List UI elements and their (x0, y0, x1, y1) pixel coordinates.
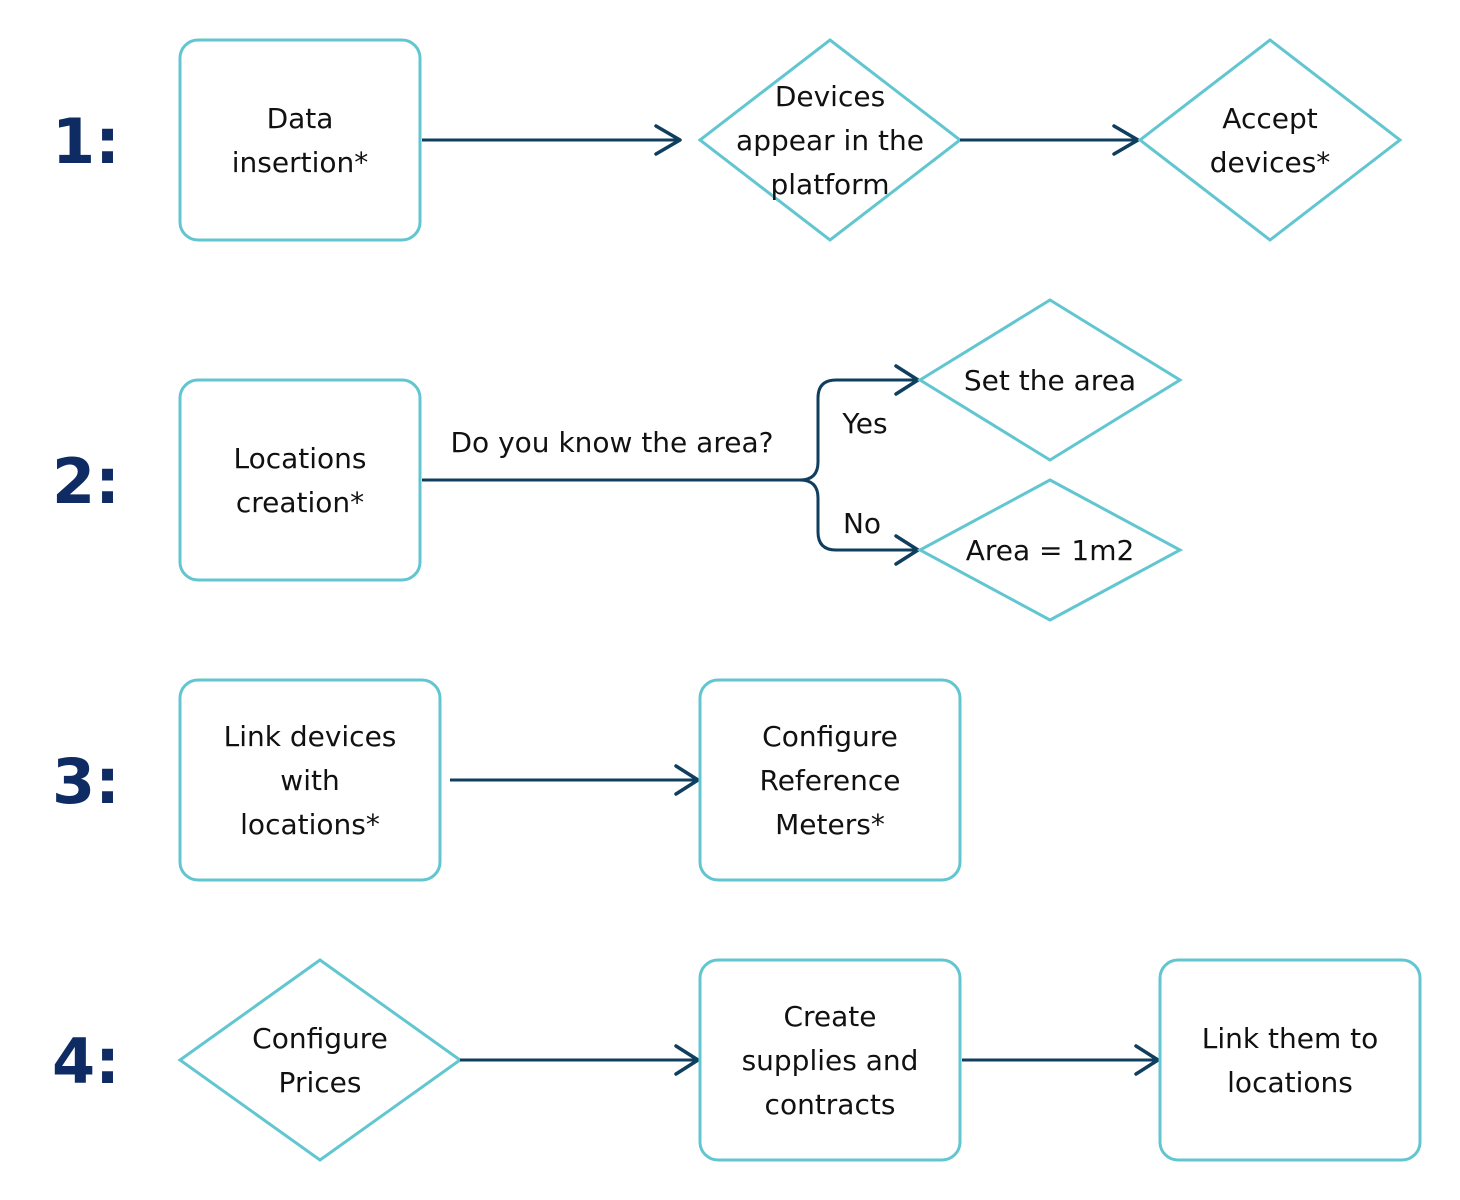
locations-creation-box (178, 378, 422, 582)
node-text-line: Create (783, 1000, 876, 1033)
accept-devices-diamond (1137, 38, 1403, 242)
node-text-line: Configure (762, 720, 898, 753)
devices-appear-diamond (697, 38, 963, 242)
connector-locations-branch-no (799, 478, 918, 552)
reference-meters-box (698, 678, 962, 882)
node-text-line: Set the area (964, 364, 1136, 397)
node-text-line: Accept (1222, 102, 1317, 135)
node-text-line: creation* (236, 486, 364, 519)
node-text-line: supplies and (742, 1044, 919, 1077)
set-area-diamond (917, 298, 1183, 462)
link-locations-box (1158, 958, 1422, 1162)
arrowhead-data-to-devices (654, 124, 682, 156)
node-text-line: platform (771, 168, 890, 201)
accept-devices-label: Accept devices* (1210, 102, 1331, 179)
supplies-contracts-box (698, 958, 962, 1162)
devices-appear-label: Devices appear in the platform (736, 80, 924, 201)
step-4-number: 4: (52, 1025, 120, 1098)
node-text-line: Reference (760, 764, 901, 797)
node-text-line: contracts (765, 1088, 896, 1121)
locations-creation-label: Locations creation* (233, 442, 366, 519)
node-text-line: Devices (775, 80, 885, 113)
area-default-label: Area = 1m2 (966, 534, 1135, 567)
arrowhead-supplies-to-locations (1134, 1044, 1160, 1076)
node-text-line: Configure (252, 1022, 388, 1055)
set-area-label: Set the area (964, 364, 1136, 397)
node-text-line: Area = 1m2 (966, 534, 1135, 567)
arrowhead-link-to-meters (674, 764, 700, 796)
node-text-line: devices* (1210, 146, 1331, 179)
step-1-flow: Data insertion* Devices appear in the platf… (178, 38, 1403, 242)
step-3-number: 3: (52, 745, 120, 818)
arrowhead-prices-to-supplies (674, 1044, 700, 1076)
yes-label: Yes (841, 407, 887, 440)
node-text-line: with (280, 764, 339, 797)
area-default-diamond (916, 478, 1184, 622)
node-text-line: Link devices (224, 720, 397, 753)
connector-locations-branch (422, 378, 918, 482)
supplies-contracts-label: Create supplies and contracts (742, 1000, 919, 1121)
step-2-number: 2: (52, 445, 120, 518)
node-text-line: insertion* (232, 146, 369, 179)
node-text-line: Link them to (1202, 1022, 1378, 1055)
configure-prices-diamond (177, 958, 463, 1162)
no-label: No (843, 507, 881, 540)
node-text-line: Meters* (775, 808, 885, 841)
node-text-line: locations (1227, 1066, 1353, 1099)
data-insertion-box (178, 38, 422, 242)
data-insertion-label: Data insertion* (232, 102, 369, 179)
link-devices-box (178, 678, 442, 882)
node-text-line: Locations (233, 442, 366, 475)
link-devices-label: Link devices with locations* (224, 720, 397, 841)
node-text-line: Prices (279, 1066, 362, 1099)
step-1-number: 1: (52, 105, 120, 178)
step-2-flow: Locations creation* Do you know the area?… (178, 298, 1184, 622)
area-question-label: Do you know the area? (451, 426, 774, 459)
node-text-line: locations* (240, 808, 380, 841)
link-locations-label: Link them to locations (1202, 1022, 1378, 1099)
node-text-line: appear in the (736, 124, 924, 157)
node-text-line: Data (267, 102, 334, 135)
